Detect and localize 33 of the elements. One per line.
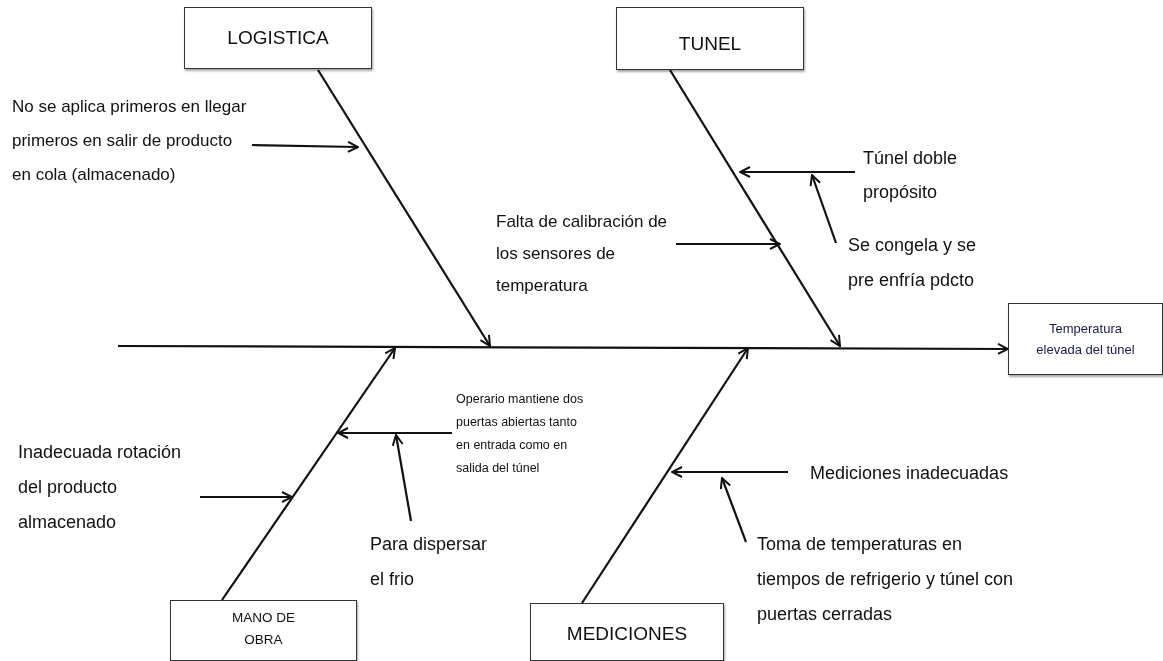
cause-text: Mediciones inadecuadas [810,460,1120,486]
cause-text: Túnel doble propósito [863,141,983,209]
cause-text: Operario mantiene dos puertas abiertas tanto en entrada como en salida del túnel [456,388,586,480]
category-box [184,7,372,69]
box-label: LOGISTICA [227,26,329,50]
arrow [671,466,788,478]
arrow [391,434,413,522]
box-label: MEDICIONES [566,622,688,646]
arrow [317,69,491,347]
arrow [581,347,749,604]
box-label: MANO DE OBRA [231,609,296,649]
arrow [719,477,748,543]
arrow [669,69,841,347]
box-label: TUNEL [678,32,742,56]
arrow [739,166,855,178]
arrow [200,491,293,503]
cause-text: Inadecuada rotación del producto almacenado [18,435,198,540]
cause-text: Toma de temperaturas en tiempos de refrigerio y túnel con puertas cerradas [757,527,1017,632]
category-box [530,603,724,661]
cause-text: Se congela y se pre enfría pdcto [848,228,998,298]
spine-arrow [118,342,1009,355]
effect-box [1008,303,1163,375]
arrow [676,238,781,250]
category-box [616,7,804,70]
arrow [251,140,359,153]
cause-text: No se aplica primeros en llegar primeros en salir de producto en cola (almacenado) [12,90,248,192]
arrow [337,427,452,439]
cause-text: Falta de calibración de los sensores de temperatura [496,206,672,302]
cause-text: Para dispersar el frio [370,527,500,597]
category-box [170,600,357,661]
box-label: Temperatura elevada del túnel [1035,320,1136,359]
arrow [809,174,838,244]
arrow [221,347,396,601]
